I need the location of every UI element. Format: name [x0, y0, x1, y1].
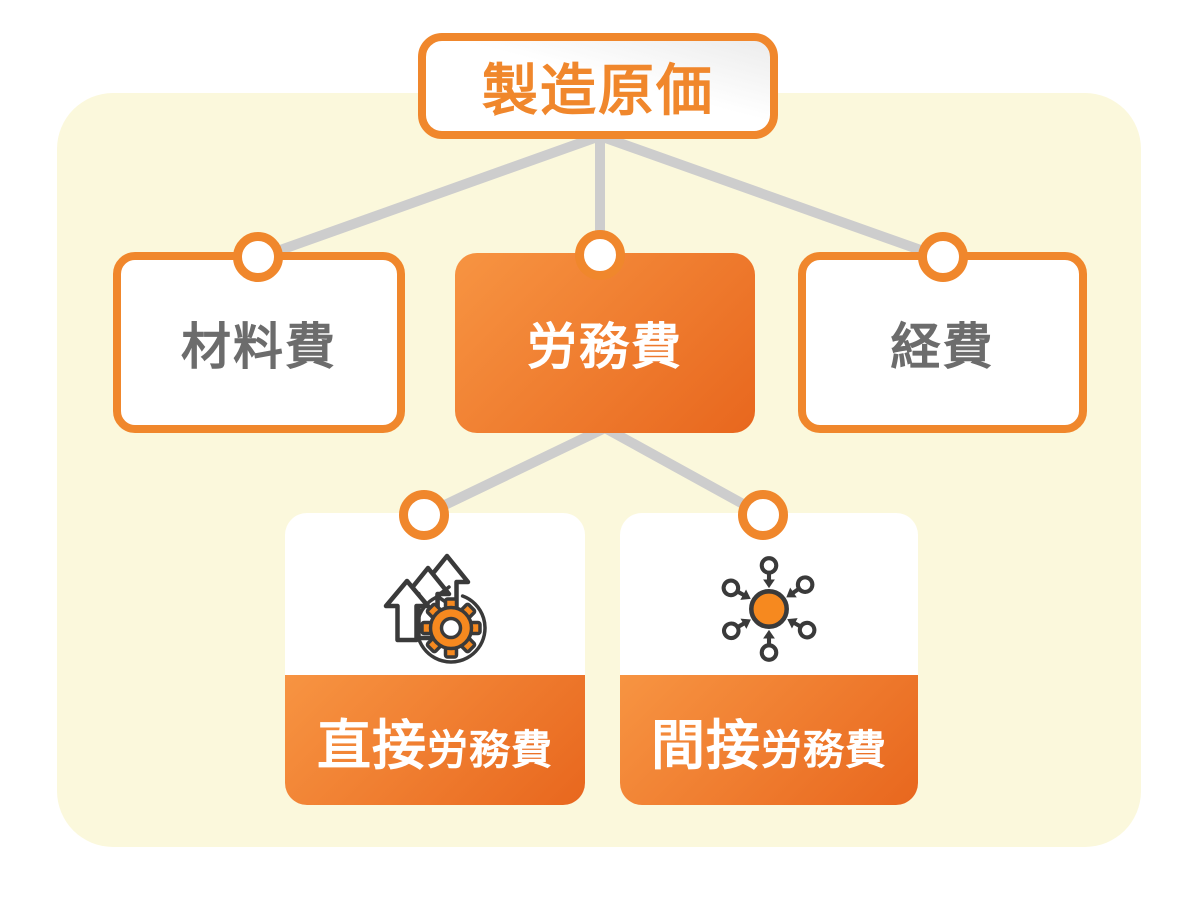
indirect-labor-label-main: 間接	[651, 715, 761, 776]
node-labor-cost-label: 労務費	[527, 319, 683, 375]
node-material-cost-label: 材料費	[181, 318, 337, 375]
direct-labor-label-sub: 労務費	[427, 726, 553, 773]
indirect-labor-label-sub: 労務費	[761, 726, 887, 773]
node-labor-cost: 労務費	[455, 253, 755, 433]
hub-spoke	[721, 578, 751, 600]
arrows-up-gear-icon	[383, 553, 487, 664]
hub-spoke	[787, 618, 817, 640]
hub-spoke	[721, 618, 751, 641]
hub-center-circle	[749, 589, 789, 629]
connector-dot-indirect-labor	[738, 490, 788, 540]
indirect-labor-label-bar: 間接 労務費	[620, 675, 918, 805]
hub-spoke	[759, 556, 779, 589]
hub-spoke	[759, 629, 779, 662]
node-direct-labor-cost: 直接 労務費	[285, 513, 585, 805]
connector-root-expenses	[598, 131, 945, 263]
connector-dot-direct-labor	[399, 490, 449, 540]
connector-dot-expenses	[918, 232, 968, 282]
hub-spoke	[786, 575, 815, 598]
node-expenses-label: 経費	[890, 318, 995, 375]
node-expenses: 経費	[798, 252, 1087, 433]
connector-dot-labor	[575, 230, 625, 280]
indirect-labor-icon-area	[620, 513, 918, 675]
connector-labor-indirect	[602, 423, 766, 520]
connector-dot-materials	[233, 232, 283, 282]
indirect-labor-label: 間接 労務費	[651, 701, 887, 780]
hub-inward-arrows-icon	[721, 556, 817, 662]
node-manufacturing-cost-label: 製造原価	[482, 58, 714, 122]
connector-root-materials	[256, 131, 602, 263]
direct-labor-icon-area	[285, 513, 585, 675]
node-manufacturing-cost: 製造原価	[418, 33, 778, 139]
node-indirect-labor-cost: 間接 労務費	[620, 513, 918, 805]
gear-glyph	[420, 597, 482, 659]
direct-labor-label: 直接 労務費	[317, 701, 553, 780]
direct-labor-label-bar: 直接 労務費	[285, 675, 585, 805]
direct-labor-label-main: 直接	[317, 715, 427, 776]
connector-labor-direct	[421, 423, 608, 520]
